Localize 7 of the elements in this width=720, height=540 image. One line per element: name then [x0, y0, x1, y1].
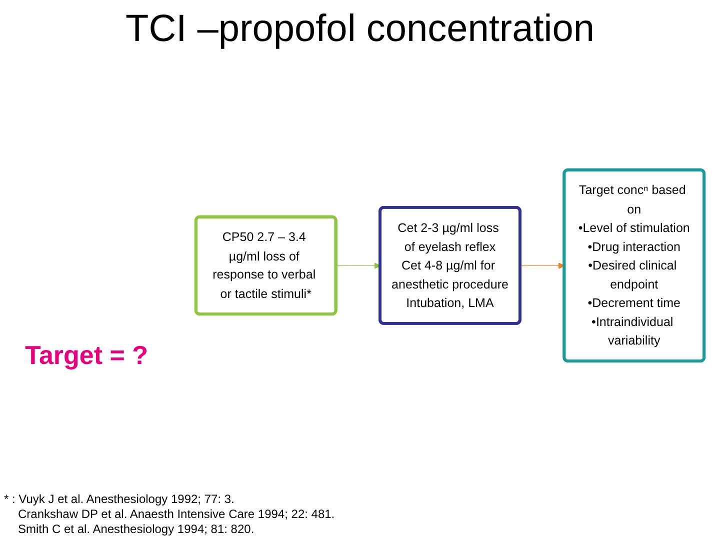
- reference-text: * : Vuyk J et al. Anesthesiology 1992; 77: 3.: [4, 492, 234, 506]
- arrow: [336, 262, 381, 268]
- reference-text: Crankshaw DP et al. Anaesth Intensive Care 1994; 22: 481.: [18, 507, 335, 521]
- note-text: Target = ?: [25, 340, 148, 371]
- slide-title: TCI –propofol concentration: [124, 8, 596, 51]
- reference-text: Smith C et al. Anesthesiology 1994; 81: 820.: [18, 522, 254, 536]
- arrow: [520, 262, 565, 268]
